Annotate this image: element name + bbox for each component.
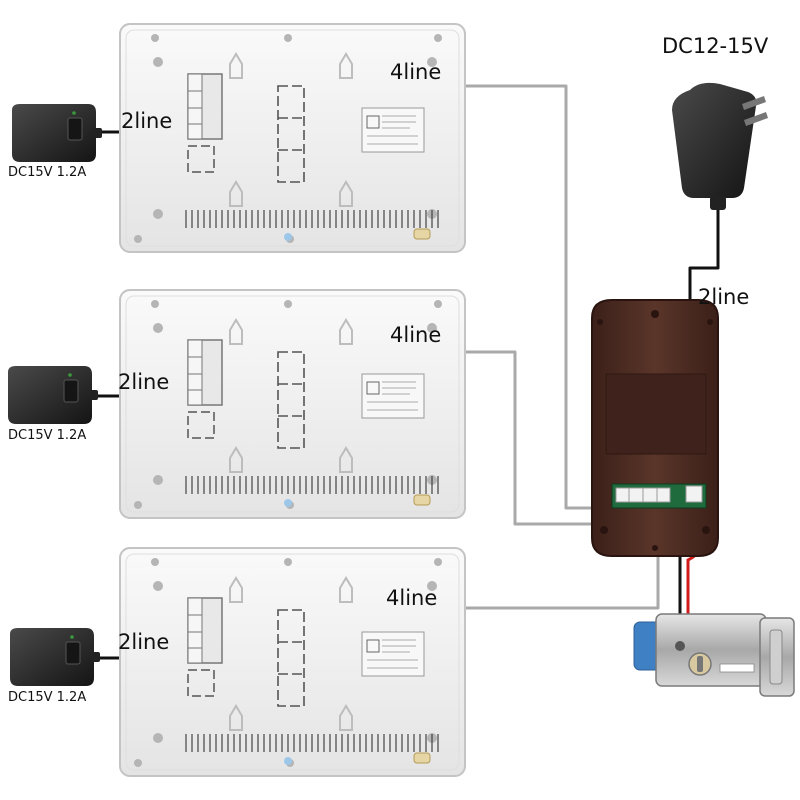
- monitor-1-power-line-label: 2line: [121, 109, 173, 133]
- indoor-monitor-3: [119, 547, 466, 777]
- monitor-3-power-line-label: 2line: [118, 630, 170, 654]
- monitor-3-adapter-label: DC15V 1.2A: [8, 690, 87, 705]
- eu-plug-adapter-icon: [672, 82, 768, 210]
- power-adapter-icon: [9, 627, 101, 687]
- power-supply-label: DC12-15V: [662, 34, 769, 58]
- monitor-1-adapter-label: DC15V 1.2A: [8, 165, 87, 180]
- monitor-2-signal-line-label: 4line: [390, 323, 442, 347]
- monitor-3-signal-line-label: 4line: [386, 586, 438, 610]
- power-adapter-icon: [11, 103, 103, 163]
- outdoor-doorbell-unit-icon: [591, 299, 719, 557]
- power-adapter-icon: [7, 365, 99, 425]
- outdoor-unit-power-line-label: 2line: [698, 285, 750, 309]
- monitor-2-power-line-label: 2line: [118, 370, 170, 394]
- monitor-2-adapter-label: DC15V 1.2A: [8, 428, 87, 443]
- indoor-monitor-1: [119, 23, 466, 253]
- monitor-1-signal-line-label: 4line: [390, 60, 442, 84]
- electric-lock-icon: [633, 613, 795, 697]
